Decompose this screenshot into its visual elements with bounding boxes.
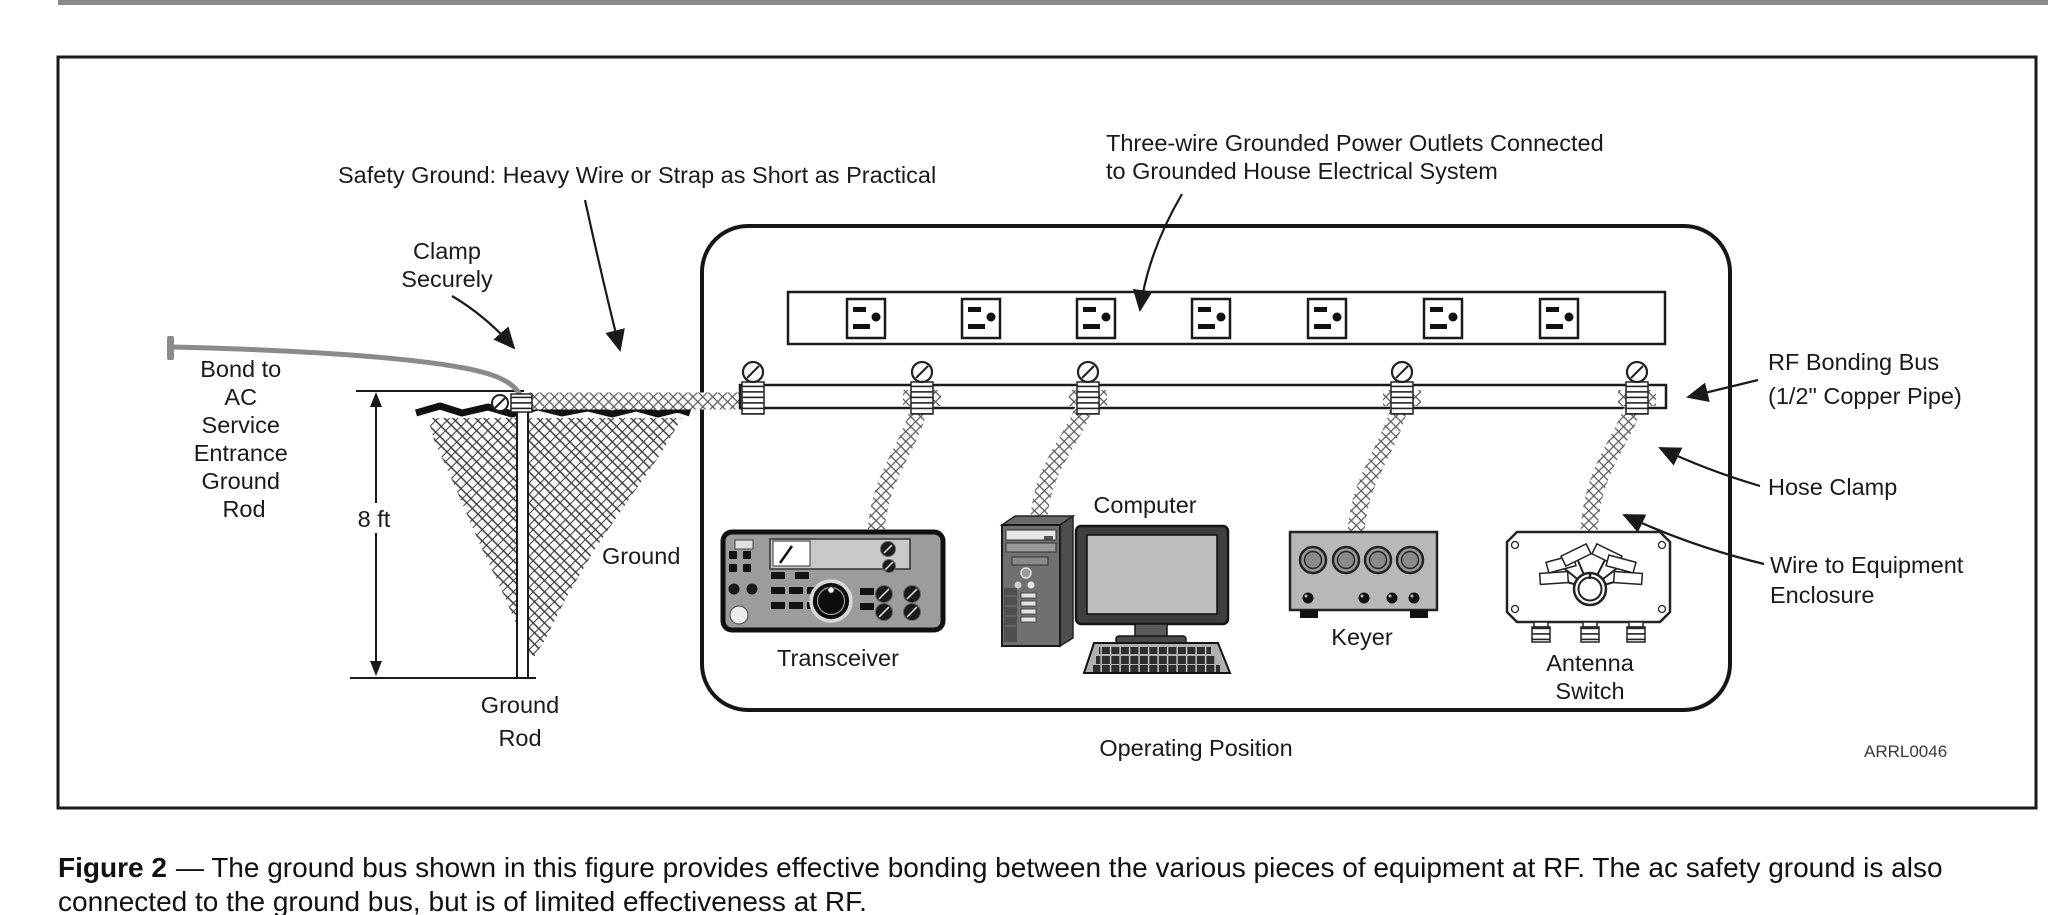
- antenna-switch-drawing: [1505, 530, 1672, 643]
- label-clamp: Clamp: [413, 238, 481, 264]
- computer-keyboard: [1082, 642, 1232, 674]
- hose-clamps: [741, 360, 1649, 415]
- ground-rod: [516, 395, 529, 679]
- monitor-screen: [1086, 534, 1218, 615]
- hose-clamp-icon: [910, 360, 934, 415]
- leader-three-wire: [1132, 193, 1183, 312]
- outlet-icon: [960, 297, 1002, 340]
- ac-ground-wire: [167, 336, 524, 399]
- label-rf-bus-1: RF Bonding Bus: [1768, 349, 1939, 375]
- label-securely: Securely: [401, 266, 493, 292]
- label-safety-ground: Safety Ground: Heavy Wire or Strap as Sh…: [338, 162, 936, 188]
- computer-tower: [999, 514, 1076, 648]
- label-antenna-switch: Switch: [1555, 678, 1624, 704]
- outlet-icon: [1422, 297, 1464, 340]
- label-hose-clamp: Hose Clamp: [1768, 474, 1897, 500]
- keyer-knob-icon: [1331, 545, 1361, 575]
- outlet-icon: [1075, 297, 1117, 340]
- earth-hatch: [415, 402, 692, 657]
- leader-rf-bus: [1686, 378, 1759, 402]
- keyer-knob-icon: [1395, 545, 1425, 575]
- label-ground-rod-2: Rod: [498, 725, 541, 751]
- operating-position-box: [700, 224, 1732, 712]
- leader-clamp-securely: [451, 295, 516, 350]
- hose-clamp-icon: [1390, 360, 1414, 415]
- transceiver-drawing: [720, 529, 946, 633]
- hose-clamp-icon: [741, 360, 765, 415]
- label-keyer: Keyer: [1331, 624, 1393, 650]
- ground-surface-line: [415, 402, 692, 418]
- keyer-knob-icon: [1298, 545, 1328, 575]
- figure-caption-line2: connected to the ground bus, but is of l…: [58, 886, 867, 915]
- leader-wire-to-equipment: [1622, 514, 1765, 566]
- label-wire-to-equipment-2: Enclosure: [1770, 582, 1875, 608]
- label-operating-position: Operating Position: [1099, 735, 1292, 761]
- label-antenna: Antenna: [1546, 650, 1634, 676]
- hose-clamp-icon: [1076, 360, 1100, 415]
- computer-drawing: [999, 514, 1232, 674]
- leader-safety-ground: [583, 199, 625, 352]
- label-computer: Computer: [1093, 492, 1196, 518]
- label-ground: Ground: [602, 543, 680, 569]
- outlet-icon: [1306, 297, 1348, 340]
- page-top-rule: [58, 0, 2048, 5]
- label-three-wire-2: to Grounded House Electrical System: [1106, 158, 1498, 184]
- outlet-icon: [845, 297, 887, 340]
- dimension-arrow-down-icon: [370, 661, 382, 676]
- coax-connector-icon: [1580, 621, 1600, 643]
- label-rf-bus-2: (1/2" Copper Pipe): [1768, 383, 1962, 409]
- rod-clamp-icon: [491, 393, 533, 413]
- leader-arrows: [451, 193, 1765, 566]
- keyer-knob-icon: [1363, 545, 1393, 575]
- dimension-arrow-up-icon: [370, 392, 382, 407]
- label-ground-rod-1: Ground: [481, 692, 559, 718]
- keyer-drawing: [1288, 530, 1439, 618]
- label-wire-to-equipment-1: Wire to Equipment: [1770, 552, 1964, 578]
- dimension-8ft: 8 ft: [348, 390, 536, 679]
- rf-bonding-bus-pipe: [738, 383, 1668, 410]
- meter-window: [772, 540, 811, 567]
- label-transceiver: Transceiver: [777, 645, 899, 671]
- label-figure-code: ARRL0046: [1864, 742, 1947, 761]
- wire-end-cap: [167, 336, 174, 360]
- label-three-wire-1: Three-wire Grounded Power Outlets Connec…: [1106, 130, 1604, 156]
- leader-hose-clamp: [1658, 447, 1761, 488]
- coax-connector-icon: [1531, 621, 1551, 643]
- power-strip: [786, 290, 1667, 346]
- outlet-icon: [1190, 297, 1232, 340]
- hose-clamp-icon: [1625, 360, 1649, 415]
- outlet-icons: [845, 297, 1580, 340]
- label-bond-to-ac: Bond to AC Service Entrance Ground Rod: [194, 356, 295, 522]
- coax-connector-icon: [1626, 621, 1646, 643]
- tuning-knob-icon: [813, 583, 849, 619]
- label-8ft: 8 ft: [358, 506, 391, 532]
- figure-caption-line1: Figure 2— The ground bus shown in this f…: [58, 852, 1943, 883]
- outlet-icon: [1538, 297, 1580, 340]
